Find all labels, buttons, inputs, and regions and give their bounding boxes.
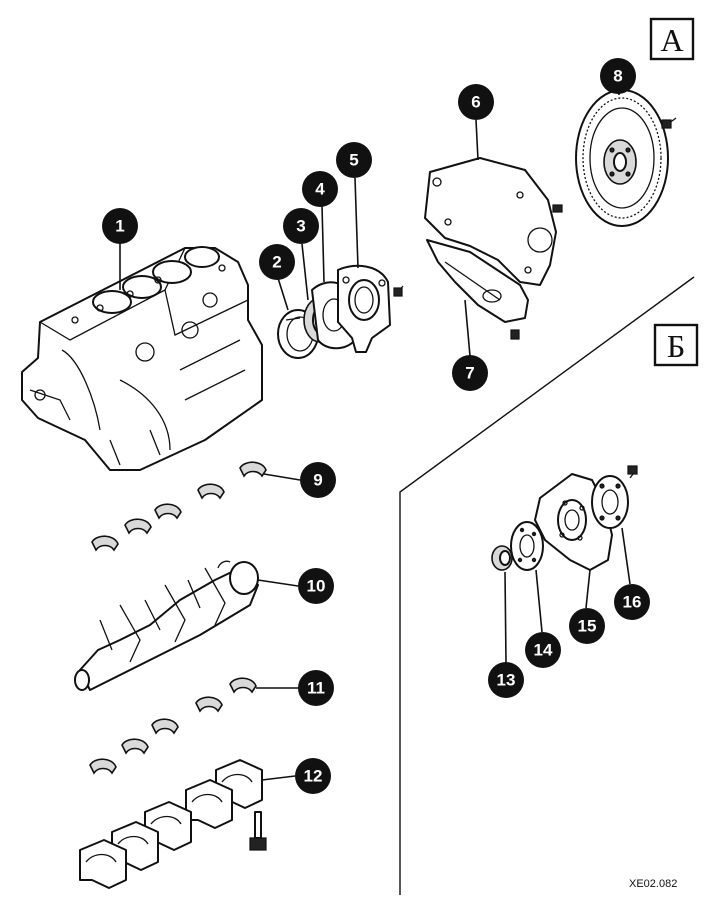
callout-14: 14 bbox=[525, 632, 561, 668]
callout-12: 12 bbox=[295, 758, 331, 794]
callout-15-label: 15 bbox=[578, 617, 597, 636]
callout-12-label: 12 bbox=[304, 767, 323, 786]
backing-plate bbox=[591, 465, 638, 529]
upper-main-bearing-shells bbox=[91, 461, 267, 552]
callout-3: 3 bbox=[283, 208, 319, 244]
seal-housing bbox=[337, 264, 404, 353]
callout-10-label: 10 bbox=[307, 577, 326, 596]
flywheel-lower-cover bbox=[426, 239, 529, 340]
callout-5: 5 bbox=[336, 142, 372, 178]
callout-7-label: 7 bbox=[465, 364, 474, 383]
callout-7: 7 bbox=[452, 355, 488, 391]
callout-2: 2 bbox=[259, 244, 295, 280]
callout-1-label: 1 bbox=[115, 217, 124, 236]
section-a-label: А bbox=[649, 17, 695, 61]
flywheel bbox=[575, 89, 677, 227]
callout-5-label: 5 bbox=[349, 151, 358, 170]
callout-11: 11 bbox=[298, 670, 334, 706]
callout-3-label: 3 bbox=[296, 217, 305, 236]
leader-lines bbox=[119, 93, 631, 781]
callout-15: 15 bbox=[569, 608, 605, 644]
section-b-label: Б bbox=[653, 323, 699, 367]
callout-9: 9 bbox=[300, 462, 336, 498]
callout-11-label: 11 bbox=[307, 679, 325, 698]
callout-4: 4 bbox=[302, 171, 338, 207]
main-bearing-caps bbox=[79, 759, 267, 889]
adapter-plate bbox=[510, 521, 544, 571]
callout-4-label: 4 bbox=[315, 180, 325, 199]
cylinder-block bbox=[21, 246, 263, 471]
section-b-letter: Б bbox=[667, 328, 685, 364]
section-a-letter: А bbox=[660, 22, 683, 58]
crankshaft bbox=[74, 560, 259, 691]
callout-14-label: 14 bbox=[534, 641, 553, 660]
callout-8: 8 bbox=[600, 58, 636, 94]
callout-6: 6 bbox=[458, 84, 494, 120]
callout-6-label: 6 bbox=[471, 93, 480, 112]
figure-reference-code: XE02.082 bbox=[629, 878, 677, 890]
callout-13-label: 13 bbox=[497, 671, 516, 690]
callout-16-label: 16 bbox=[623, 593, 642, 612]
rear-end-plate bbox=[424, 157, 563, 286]
callout-16: 16 bbox=[614, 584, 650, 620]
callout-9-label: 9 bbox=[313, 471, 322, 490]
spacer-ring bbox=[491, 545, 513, 571]
callout-8-label: 8 bbox=[613, 67, 622, 86]
section-divider bbox=[399, 276, 695, 895]
lower-main-bearing-shells bbox=[89, 677, 257, 775]
callout-10: 10 bbox=[298, 568, 334, 604]
callout-1: 1 bbox=[102, 208, 138, 244]
callout-13: 13 bbox=[488, 662, 524, 698]
callout-2-label: 2 bbox=[272, 253, 281, 272]
